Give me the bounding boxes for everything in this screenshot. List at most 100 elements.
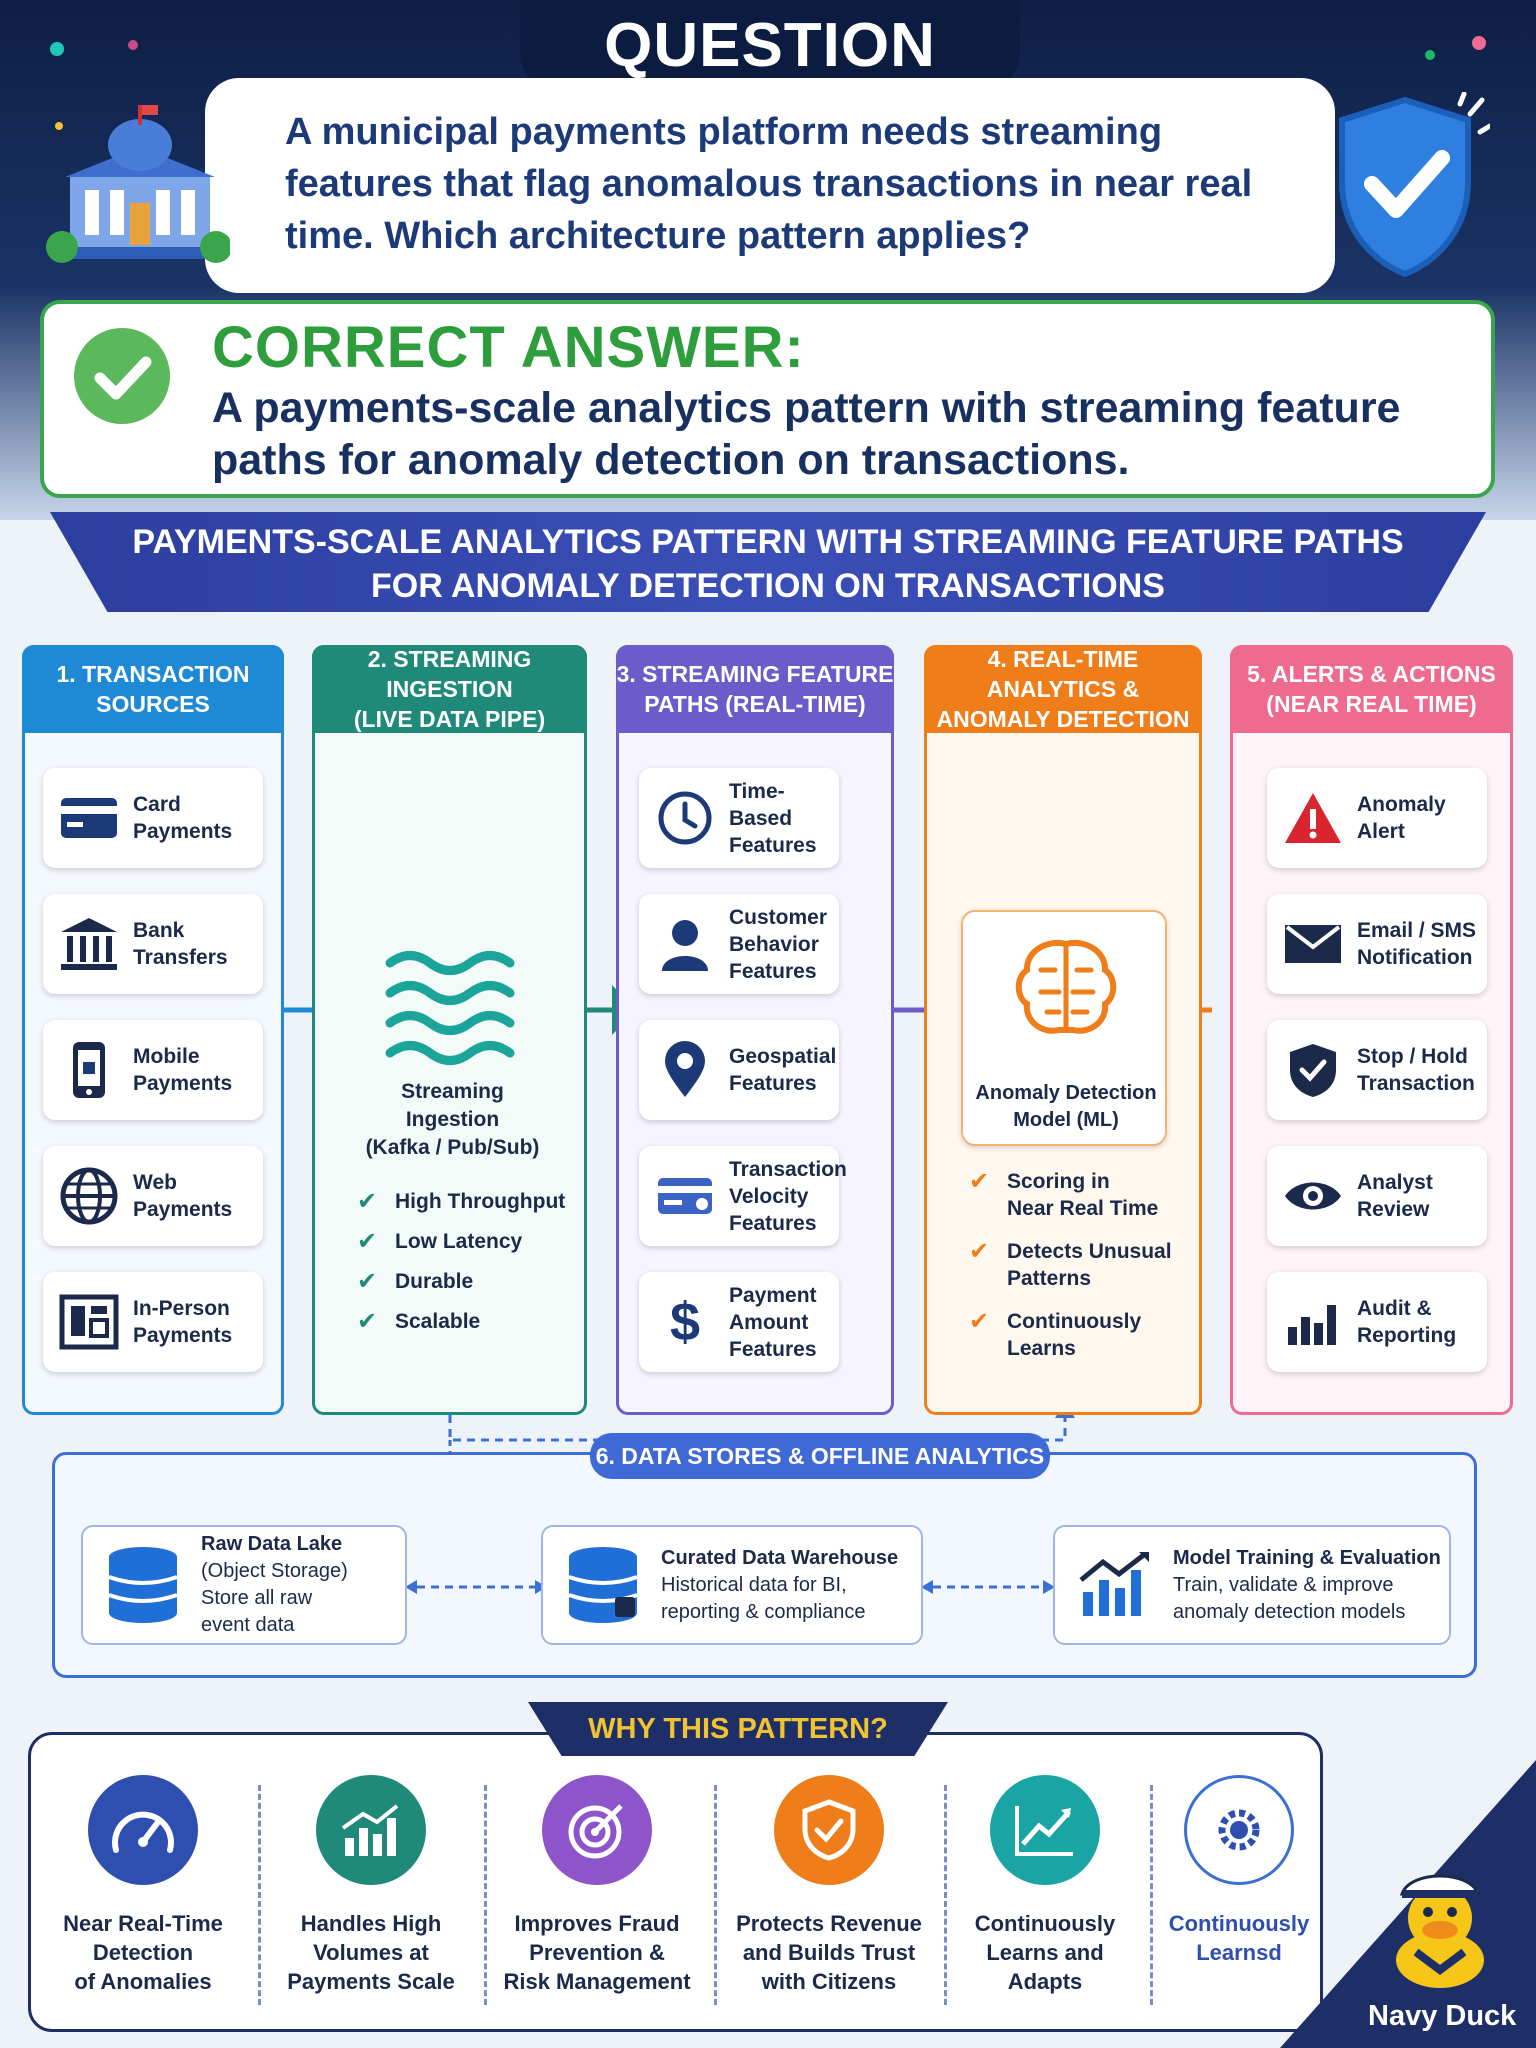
alert-card-email[interactable]: Email / SMS Notification — [1267, 894, 1487, 994]
why-label: Near Real-Time Detection of Anomalies — [63, 1911, 223, 1994]
model-label: Anomaly Detection Model (ML) — [975, 1082, 1157, 1131]
column-streaming-ingestion: 2. STREAMING INGESTION (LIVE DATA PIPE) … — [312, 645, 587, 1415]
answer-title: CORRECT ANSWER: — [212, 315, 805, 380]
ingestion-checks: ✔High Throughput ✔Low Latency ✔Durable ✔… — [357, 1188, 565, 1348]
gear-brain-icon — [1184, 1775, 1294, 1885]
column-subtitle: ANOMALY DETECTION — [936, 706, 1190, 732]
bank-icon — [59, 914, 119, 974]
column-title: 2. STREAMING INGESTION — [367, 646, 532, 702]
column-title: 3. STREAMING FEATURE — [616, 661, 894, 687]
duck-mascot-icon — [1396, 1874, 1484, 1988]
column-title: 4. REAL-TIME ANALYTICS & — [986, 646, 1140, 702]
store-line: (Object Storage) — [201, 1560, 348, 1582]
why-label: Improves Fraud Prevention & Risk Managem… — [503, 1911, 691, 1994]
why-item-protects-revenue: Protects Revenue and Builds Trust with C… — [724, 1775, 934, 1996]
data-warehouse-text: Curated Data Warehouse Historical data f… — [661, 1545, 898, 1626]
city-hall-icon — [46, 105, 230, 263]
alert-label: Audit & Reporting — [1357, 1297, 1457, 1347]
raw-data-lake-card[interactable]: Raw Data Lake (Object Storage) Store all… — [81, 1525, 407, 1645]
alert-card-stop[interactable]: Stop / Hold Transaction — [1267, 1020, 1487, 1120]
check-item: ✔Scoring in Near Real Time — [969, 1168, 1159, 1220]
feature-label: Geospatial Features — [729, 1045, 837, 1095]
data-stores-title: 6. DATA STORES & OFFLINE ANALYTICS — [590, 1433, 1050, 1479]
stream-waves-icon — [385, 951, 515, 1065]
globe-icon — [59, 1166, 119, 1226]
sparkle — [55, 122, 63, 130]
source-card-bank[interactable]: Bank Transfers — [43, 894, 263, 994]
why-pattern-title: WHY THIS PATTERN? — [528, 1702, 948, 1756]
why-pattern-section — [28, 1732, 1323, 2032]
check-item: ✔Scalable — [357, 1308, 481, 1335]
source-card-web[interactable]: Web Payments — [43, 1146, 263, 1246]
why-label: Continuously Learns and Adapts — [974, 1911, 1116, 1994]
column-subtitle: (NEAR REAL TIME) — [1266, 691, 1477, 717]
answer-text: A payments-scale analytics pattern with … — [212, 384, 1401, 484]
check-item: ✔Low Latency — [357, 1228, 523, 1255]
store-line: anomaly detection models — [1173, 1600, 1406, 1623]
sparkle — [128, 40, 138, 50]
feature-card-velocity[interactable]: Transaction Velocity Features — [639, 1146, 847, 1246]
ingestion-label: Streaming Ingestion (Kafka / Pub/Sub) — [365, 1080, 540, 1159]
divider — [258, 1785, 261, 2005]
brain-icon — [1015, 939, 1117, 1034]
why-item-continuously-learnsd: Continuously Learnsd — [1134, 1775, 1344, 1967]
source-label: Web Payments — [133, 1171, 233, 1221]
store-line: Train, validate & improve — [1173, 1573, 1394, 1596]
alert-card-anomaly[interactable]: Anomaly Alert — [1267, 768, 1487, 868]
question-card: A municipal payments platform needs stre… — [205, 78, 1335, 293]
store-line: Store all raw — [201, 1587, 313, 1609]
source-card-in-person[interactable]: In-Person Payments — [43, 1272, 263, 1372]
check-item: ✔Detects Unusual Patterns — [969, 1238, 1172, 1290]
column-subtitle: PATHS (REAL-TIME) — [644, 691, 866, 717]
column-title: 5. ALERTS & ACTIONS — [1247, 661, 1496, 687]
source-label: In-Person Payments — [133, 1297, 233, 1347]
source-card-mobile[interactable]: Mobile Payments — [43, 1020, 263, 1120]
store-title: Raw Data Lake — [201, 1533, 343, 1555]
user-icon — [655, 914, 715, 974]
question-banner: QUESTION — [520, 0, 1020, 92]
warning-icon — [1283, 788, 1343, 848]
alert-label: Email / SMS Notification — [1357, 919, 1477, 969]
data-store-arrows — [405, 1580, 1055, 1594]
target-icon — [542, 1775, 652, 1885]
model-card[interactable]: Anomaly Detection Model (ML) — [961, 910, 1167, 1146]
store-line: Historical data for BI, — [661, 1573, 847, 1596]
pattern-title-banner: PAYMENTS-SCALE ANALYTICS PATTERN WITH ST… — [50, 512, 1486, 612]
column-anomaly-detection: 4. REAL-TIME ANALYTICS & ANOMALY DETECTI… — [924, 645, 1202, 1415]
source-label: Card Payments — [133, 793, 233, 843]
speedometer-icon — [88, 1775, 198, 1885]
alert-card-analyst[interactable]: Analyst Review — [1267, 1146, 1487, 1246]
column-header: 4. REAL-TIME ANALYTICS & ANOMALY DETECTI… — [924, 645, 1202, 733]
raw-data-lake-text: Raw Data Lake (Object Storage) Store all… — [201, 1531, 348, 1639]
feature-card-behavior[interactable]: Customer Behavior Features — [639, 894, 839, 994]
shield-check-icon — [1339, 92, 1490, 278]
growth-chart-icon — [1075, 1545, 1155, 1625]
feature-label: Time-Based Features — [729, 779, 817, 857]
divider — [484, 1785, 487, 2005]
divider — [714, 1785, 717, 2005]
column-header: 1. TRANSACTION SOURCES — [22, 645, 284, 733]
envelope-icon — [1283, 914, 1343, 974]
feature-card-amount[interactable]: $ Payment Amount Features — [639, 1272, 839, 1372]
correct-answer-card: CORRECT ANSWER: A payments-scale analyti… — [40, 300, 1495, 498]
feature-card-geo[interactable]: Geospatial Features — [639, 1020, 839, 1120]
feature-label: Transaction Velocity Features — [729, 1157, 847, 1235]
feature-card-time[interactable]: Time-Based Features — [639, 768, 839, 868]
alert-label: Anomaly Alert — [1357, 793, 1446, 843]
pattern-title-line1: PAYMENTS-SCALE ANALYTICS PATTERN WITH ST… — [132, 523, 1404, 561]
data-warehouse-card[interactable]: Curated Data Warehouse Historical data f… — [541, 1525, 923, 1645]
shield-check-icon — [774, 1775, 884, 1885]
sparkle — [1472, 36, 1486, 50]
divider — [1150, 1785, 1153, 2005]
column-transaction-sources: 1. TRANSACTION SOURCES Card Payments Ban… — [22, 645, 284, 1415]
source-card-card[interactable]: Card Payments — [43, 768, 263, 868]
store-line: event data — [201, 1614, 295, 1636]
check-item: ✔Durable — [357, 1268, 474, 1295]
alert-card-audit[interactable]: Audit & Reporting — [1267, 1272, 1487, 1372]
sparkle — [50, 42, 64, 56]
model-training-card[interactable]: Model Training & Evaluation Train, valid… — [1053, 1525, 1451, 1645]
check-item: ✔High Throughput — [357, 1188, 566, 1215]
clock-icon — [655, 788, 715, 848]
database-icon — [563, 1545, 643, 1625]
trend-up-icon — [990, 1775, 1100, 1885]
